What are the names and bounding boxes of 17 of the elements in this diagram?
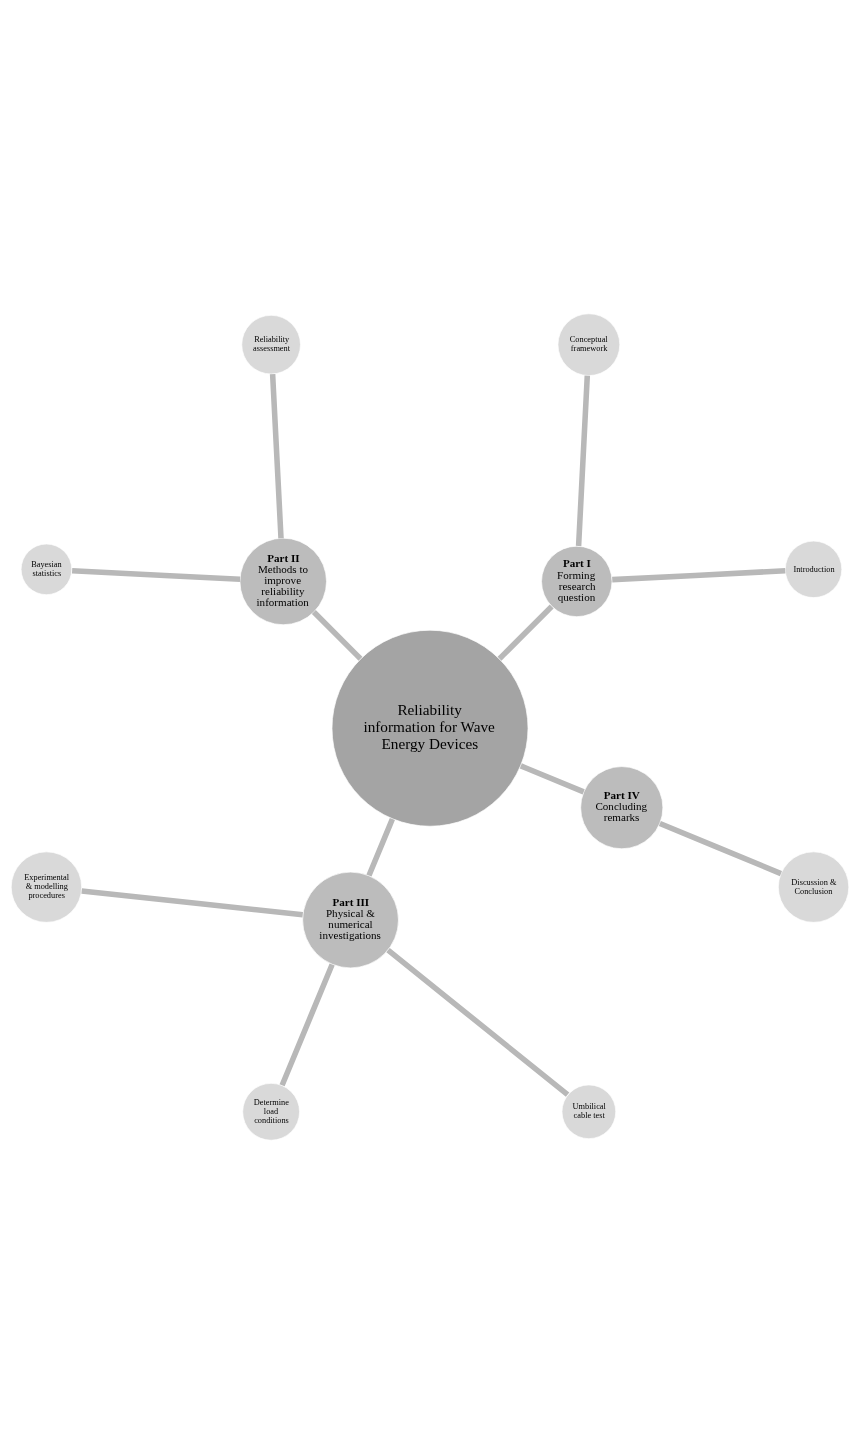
connector [612,568,786,583]
node-circle: Part I Forming research question [541,545,613,618]
connector [81,888,303,918]
connector [72,567,241,582]
node-circle: Reliability information for Wave Energy Devices [331,629,529,827]
connector [658,820,782,877]
connector [386,948,570,1097]
connector [279,963,335,1087]
connector [497,604,554,661]
node-circle: Part II Methods to improve reliability information [239,537,327,626]
node-circle: Part III Physical & numerical investigations [302,871,399,969]
connector [575,375,591,547]
connector [366,818,395,877]
connector [311,610,363,661]
connector [519,763,585,795]
node-circle: Part IV Concluding remarks [580,766,664,850]
connector [269,373,284,539]
